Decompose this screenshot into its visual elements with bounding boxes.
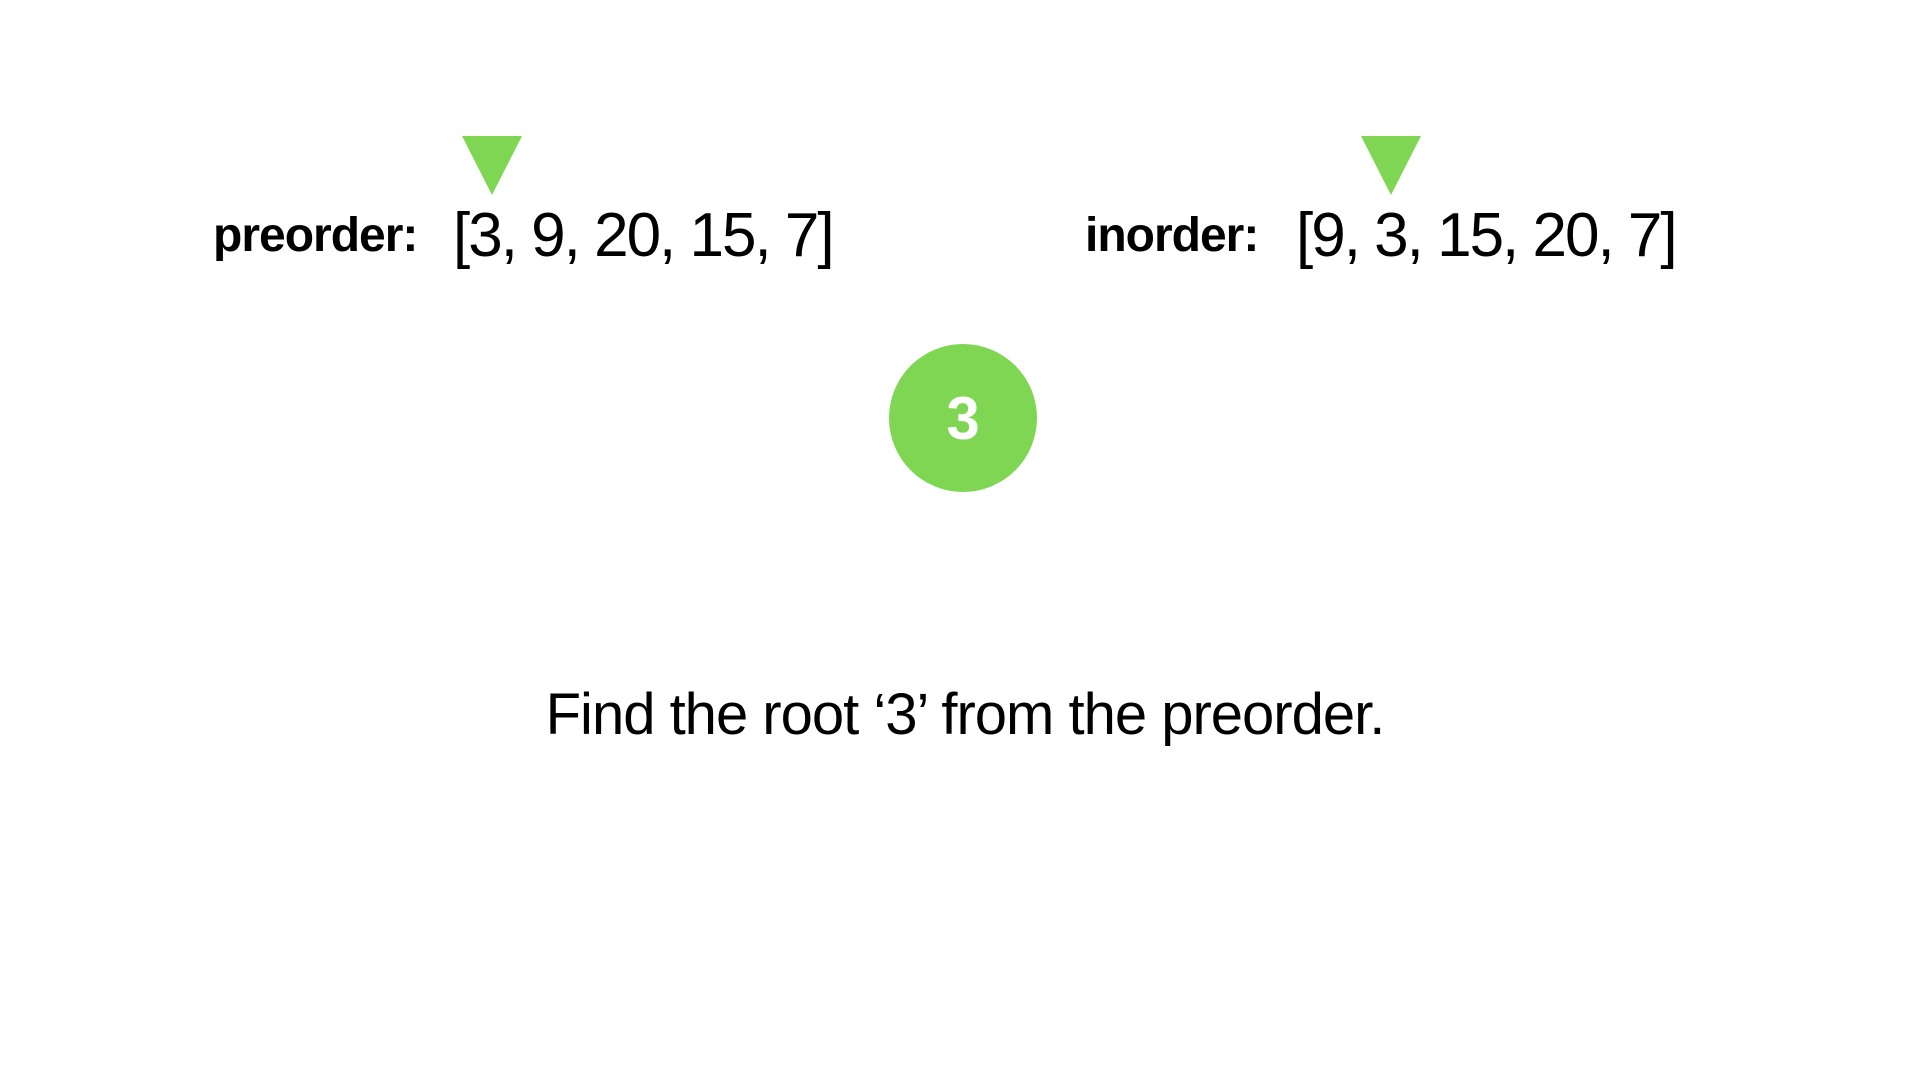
inorder-array: [9, 3, 15, 20, 7] bbox=[1296, 201, 1678, 270]
root-node: 3 bbox=[889, 344, 1037, 492]
inorder-label: inorder: bbox=[1085, 209, 1259, 262]
preorder-array: [3, 9, 20, 15, 7] bbox=[453, 201, 835, 270]
preorder-pointer-icon bbox=[462, 136, 522, 195]
preorder-label: preorder: bbox=[213, 209, 418, 262]
root-node-value: 3 bbox=[946, 384, 980, 452]
inorder-pointer-icon bbox=[1361, 136, 1421, 195]
caption: Find the root ‘3’ from the preorder. bbox=[545, 682, 1386, 747]
